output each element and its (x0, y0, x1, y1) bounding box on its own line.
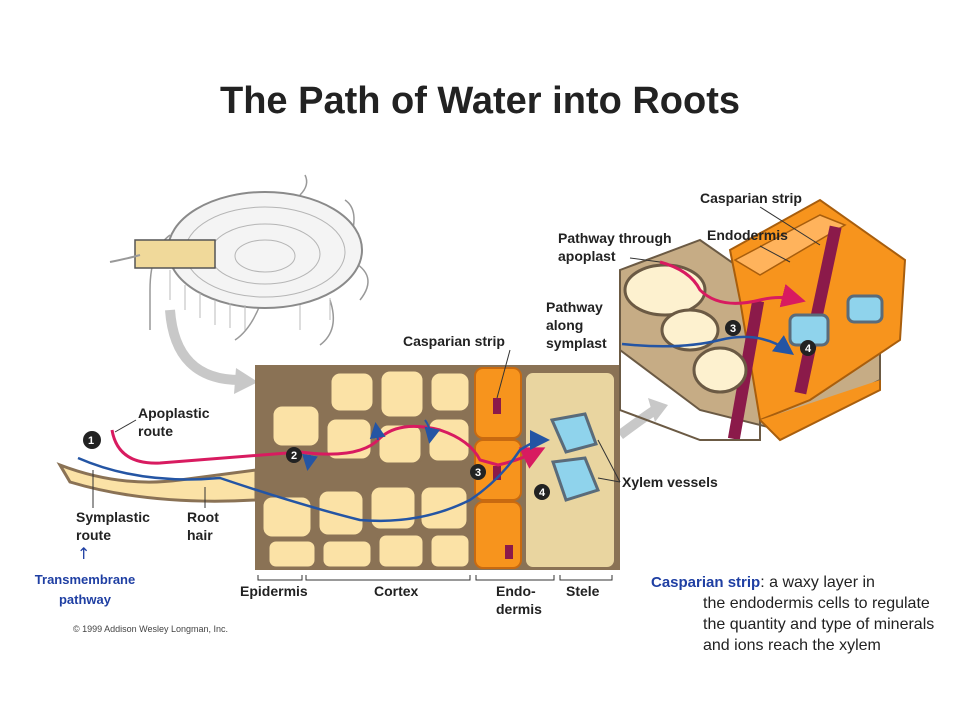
label-apoplastic-route-2: route (138, 423, 173, 439)
page-title: The Path of Water into Roots (219, 80, 740, 122)
label-cortex: Cortex (374, 583, 419, 599)
casparian-strip-note: Casparian strip: a waxy layer in the end… (651, 572, 941, 656)
label-pathway-apoplast-2: apoplast (558, 248, 616, 264)
endodermis-3d-block (619, 198, 907, 442)
label-casparian-strip-mid: Casparian strip (403, 333, 505, 349)
label-root-hair-1: Root (187, 509, 219, 525)
note-term: Casparian strip (651, 574, 761, 591)
tissue-section (255, 365, 620, 570)
svg-text:1: 1 (88, 435, 94, 447)
label-endo-2: dermis (496, 601, 542, 617)
marker-3: 3 (470, 464, 486, 480)
marker-4-block: 4 (800, 340, 816, 356)
note-definition: the endodermis cells to regulate the qua… (703, 595, 935, 654)
transmembrane-line-1: Transmembrane (34, 572, 136, 587)
transmembrane-line-2: pathway (58, 592, 111, 607)
copyright-notice: © 1999 Addison Wesley Longman, Inc. (73, 624, 229, 634)
label-epidermis: Epidermis (240, 583, 308, 599)
root-hair (56, 462, 258, 503)
svg-text:4: 4 (539, 487, 546, 499)
label-pathway-apoplast-1: Pathway through (558, 230, 672, 246)
marker-3-block: 3 (725, 320, 741, 336)
label-stele: Stele (566, 583, 600, 599)
label-apoplastic-route-1: Apoplastic (138, 405, 210, 421)
label-symplastic-route-2: route (76, 527, 111, 543)
svg-text:2: 2 (291, 450, 297, 462)
transmembrane-arrow-icon: ↑ (77, 544, 91, 563)
note-first-line: : a waxy layer in (760, 574, 875, 591)
svg-text:3: 3 (475, 467, 481, 479)
zoom-arrow-left (165, 309, 241, 385)
svg-text:4: 4 (805, 343, 812, 355)
label-pathway-symplast-2: along (546, 317, 583, 333)
symplast-pathway-3d (621, 335, 795, 355)
transmembrane-label: Transmembrane pathway (20, 570, 150, 610)
marker-1: 1 (83, 431, 101, 449)
svg-text:3: 3 (730, 323, 736, 335)
label-pathway-symplast-3: symplast (546, 335, 607, 351)
label-xylem-vessels: Xylem vessels (622, 474, 718, 490)
root-cross-section (109, 174, 369, 346)
marker-4: 4 (534, 484, 550, 500)
apoplastic-route-path (110, 424, 546, 469)
label-pathway-symplast-1: Pathway (546, 299, 603, 315)
apoplast-pathway-3d (659, 260, 806, 308)
zoom-arrow-right (617, 405, 658, 440)
symplastic-route-path (77, 430, 550, 523)
label-endodermis: Endodermis (707, 227, 788, 243)
label-symplastic-route-1: Symplastic (76, 509, 150, 525)
marker-2: 2 (286, 447, 302, 463)
label-endo-1: Endo- (496, 583, 536, 599)
label-casparian-strip-top: Casparian strip (700, 190, 802, 206)
label-root-hair-2: hair (187, 527, 213, 543)
